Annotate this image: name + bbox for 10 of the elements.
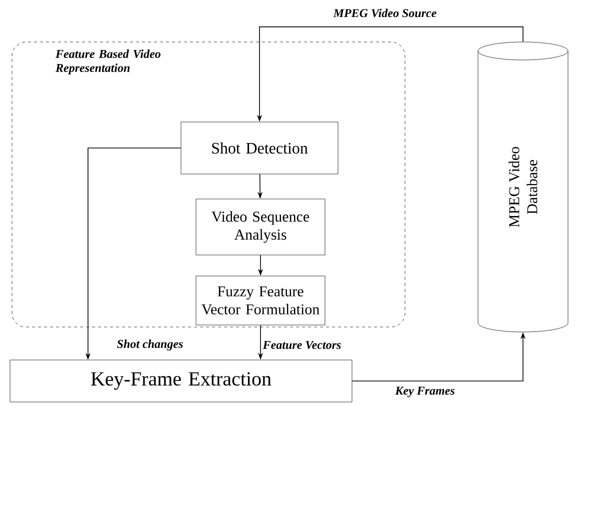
process-box: Fuzzy Feature Vector Formulation [196, 276, 326, 326]
edge-label: Feature Vectors [262, 340, 342, 350]
edge-label: Shot changes [116, 338, 184, 352]
edge-label: MPEG Video Source [332, 8, 438, 18]
database-label: MPEG Video Database [508, 146, 538, 228]
edge-label: Key Frames [394, 386, 456, 398]
group-heading: Feature Based Video Representation [56, 50, 160, 74]
process-box: Key-Frame Extraction [10, 360, 352, 402]
process-box: Video Sequence Analysis [196, 198, 326, 256]
process-box: Shot Detection [180, 122, 338, 174]
